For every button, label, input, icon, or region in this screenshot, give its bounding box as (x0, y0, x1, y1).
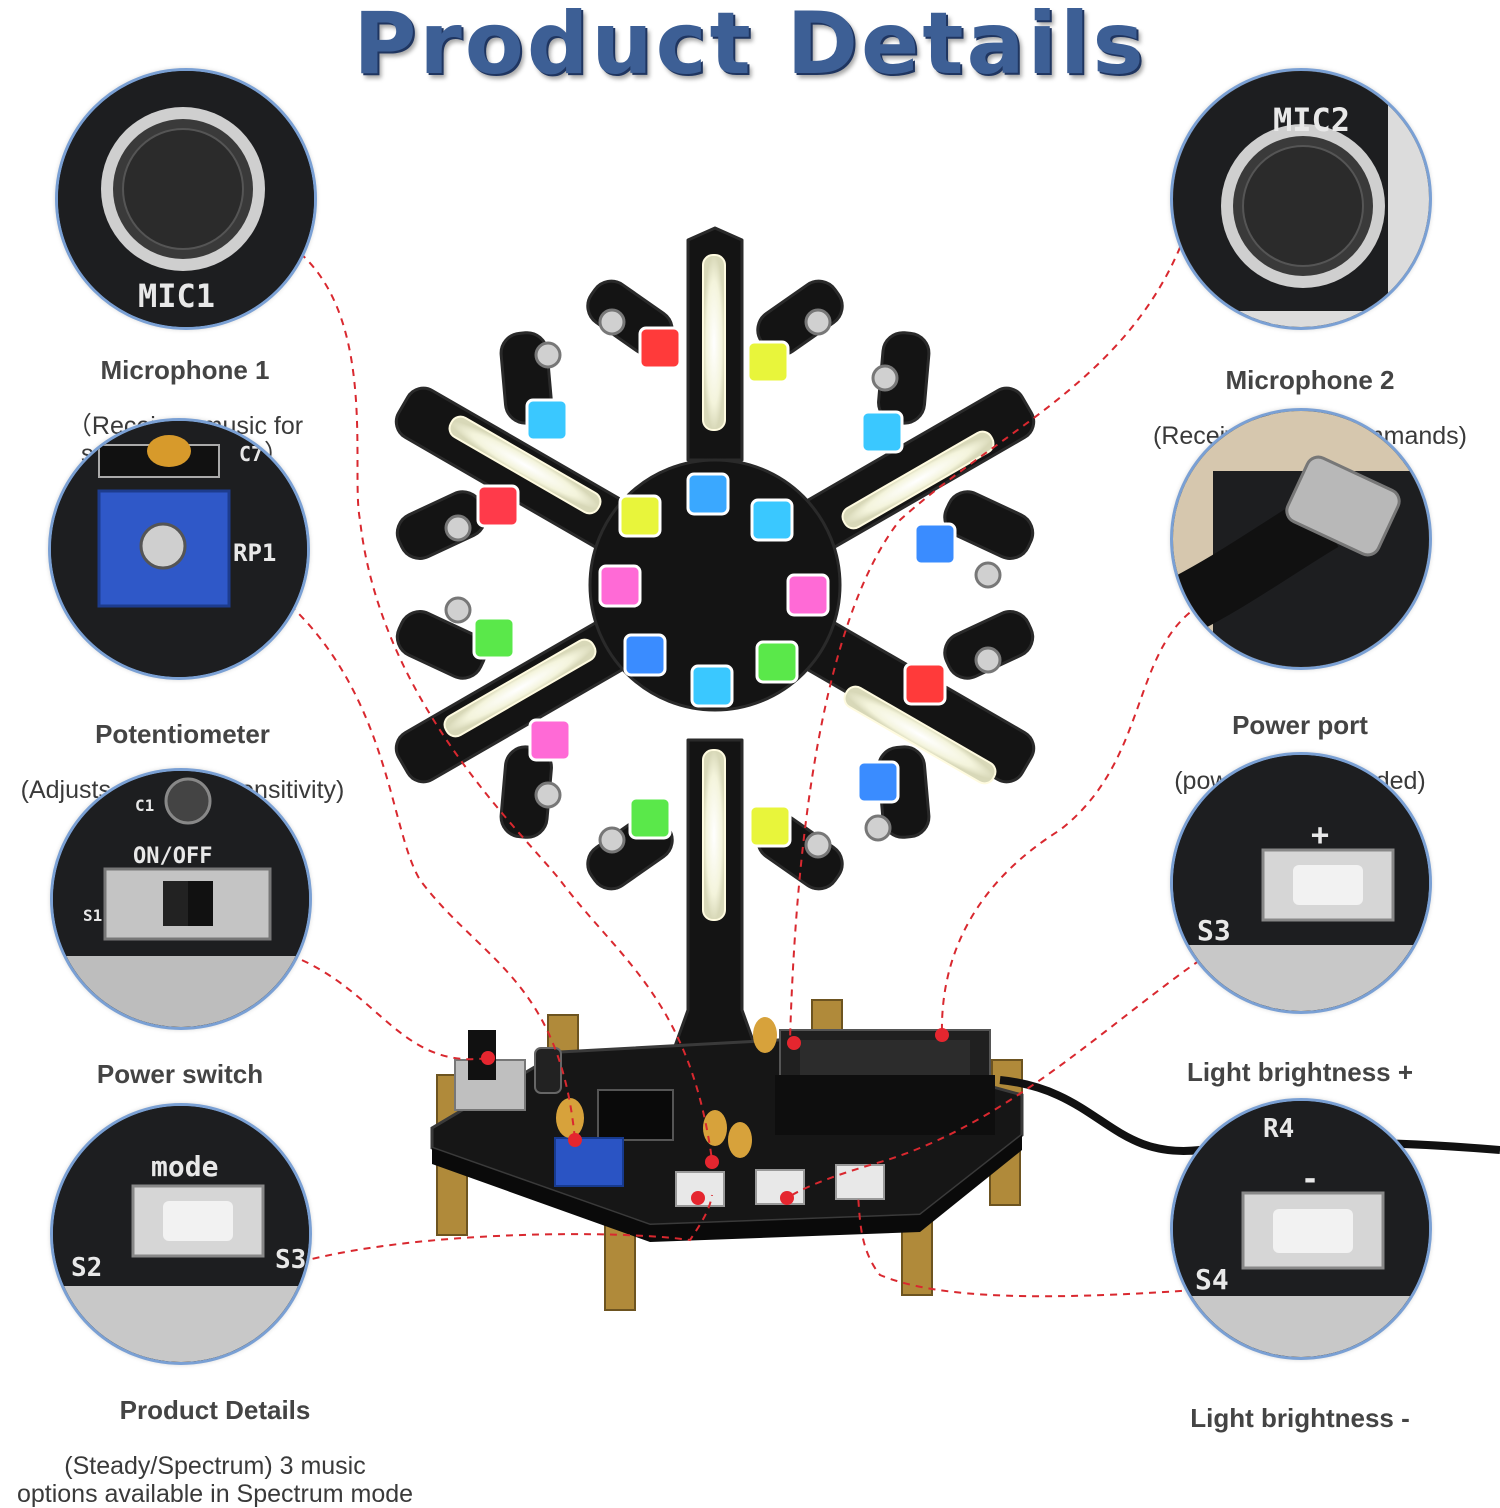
usb-port-icon (1173, 411, 1429, 667)
brightness-minus-detail-circle: - S4 R4 (1170, 1098, 1432, 1360)
switch-heading: Power switch (96, 1059, 264, 1089)
potentiometer-icon: RP1 C7 (51, 421, 307, 677)
base-board (430, 999, 1500, 1311)
pcb-label-mode: mode (151, 1150, 218, 1183)
power-port-heading: Power port (1232, 710, 1368, 740)
tube-lights (443, 254, 997, 921)
pcb-label-mic2: MIC2 (1273, 101, 1350, 139)
pcb-label-s1: S1 (83, 906, 102, 925)
mounting-holes (444, 308, 1002, 859)
microphone-icon: MIC1 (58, 71, 314, 327)
mode-label: Product Details (Steady/Spectrum) 3 musi… (0, 1368, 430, 1508)
brightness-plus-detail-circle: + S3 (1170, 752, 1432, 1014)
switch-label: Power switch (45, 1032, 315, 1116)
mode-detail-circle: mode S2 S3 (50, 1103, 312, 1365)
page-title: Product Details (353, 0, 1147, 94)
pcb-label-rp1: RP1 (233, 539, 276, 567)
brightness-minus-button-icon: - S4 R4 (1173, 1101, 1429, 1357)
mode-detail: (Steady/Spectrum) 3 music options availa… (16, 1452, 414, 1508)
pcb-label-minus: - (1301, 1162, 1319, 1197)
product-illustration (289, 226, 1500, 1311)
mic2-heading: Microphone 2 (1225, 365, 1395, 395)
brightness-minus-heading: Light brightness - (1190, 1403, 1410, 1433)
pcb-label-s4: S4 (1195, 1263, 1229, 1296)
microphone-icon: MIC2 (1173, 71, 1429, 327)
mode-heading: Product Details (119, 1395, 311, 1425)
pcb-label-onoff: ON/OFF (133, 844, 212, 869)
pcb-label-plus: + (1311, 818, 1329, 853)
rgb-leds (472, 326, 957, 848)
slide-switch-icon: ON/OFF S1 C1 (53, 771, 309, 1027)
brightness-minus-label: Light brightness - (1170, 1376, 1430, 1460)
pcb-label-r4: R4 (1263, 1114, 1294, 1144)
mic1-heading: Microphone 1 (100, 355, 270, 385)
product-infographic: Product Details (17, 0, 1500, 1508)
pcb-label-c1: C1 (135, 796, 154, 815)
leader-lines (289, 234, 1201, 1298)
potentiometer-detail-circle: RP1 C7 (48, 418, 310, 680)
brightness-plus-label: Light brightness + (1170, 1030, 1430, 1114)
pcb-label-s3-right: S3 (1197, 914, 1231, 947)
mode-button-icon: mode S2 S3 (53, 1106, 309, 1362)
mic1-detail-circle: MIC1 (55, 68, 317, 330)
mic2-detail-circle: MIC2 (1170, 68, 1432, 330)
leader-dots (481, 1028, 949, 1205)
potentiometer-heading: Potentiometer (95, 719, 270, 749)
pcb-label-mic1: MIC1 (138, 277, 215, 315)
pcb-label-s3: S3 (275, 1245, 306, 1275)
switch-detail-circle: ON/OFF S1 C1 (50, 768, 312, 1030)
brightness-plus-heading: Light brightness + (1186, 1057, 1414, 1087)
pcb-label-s2: S2 (71, 1253, 102, 1283)
brightness-plus-button-icon: + S3 (1173, 755, 1429, 1011)
pcb-label-c7: C7 (239, 442, 263, 466)
power-port-detail-circle (1170, 408, 1432, 670)
